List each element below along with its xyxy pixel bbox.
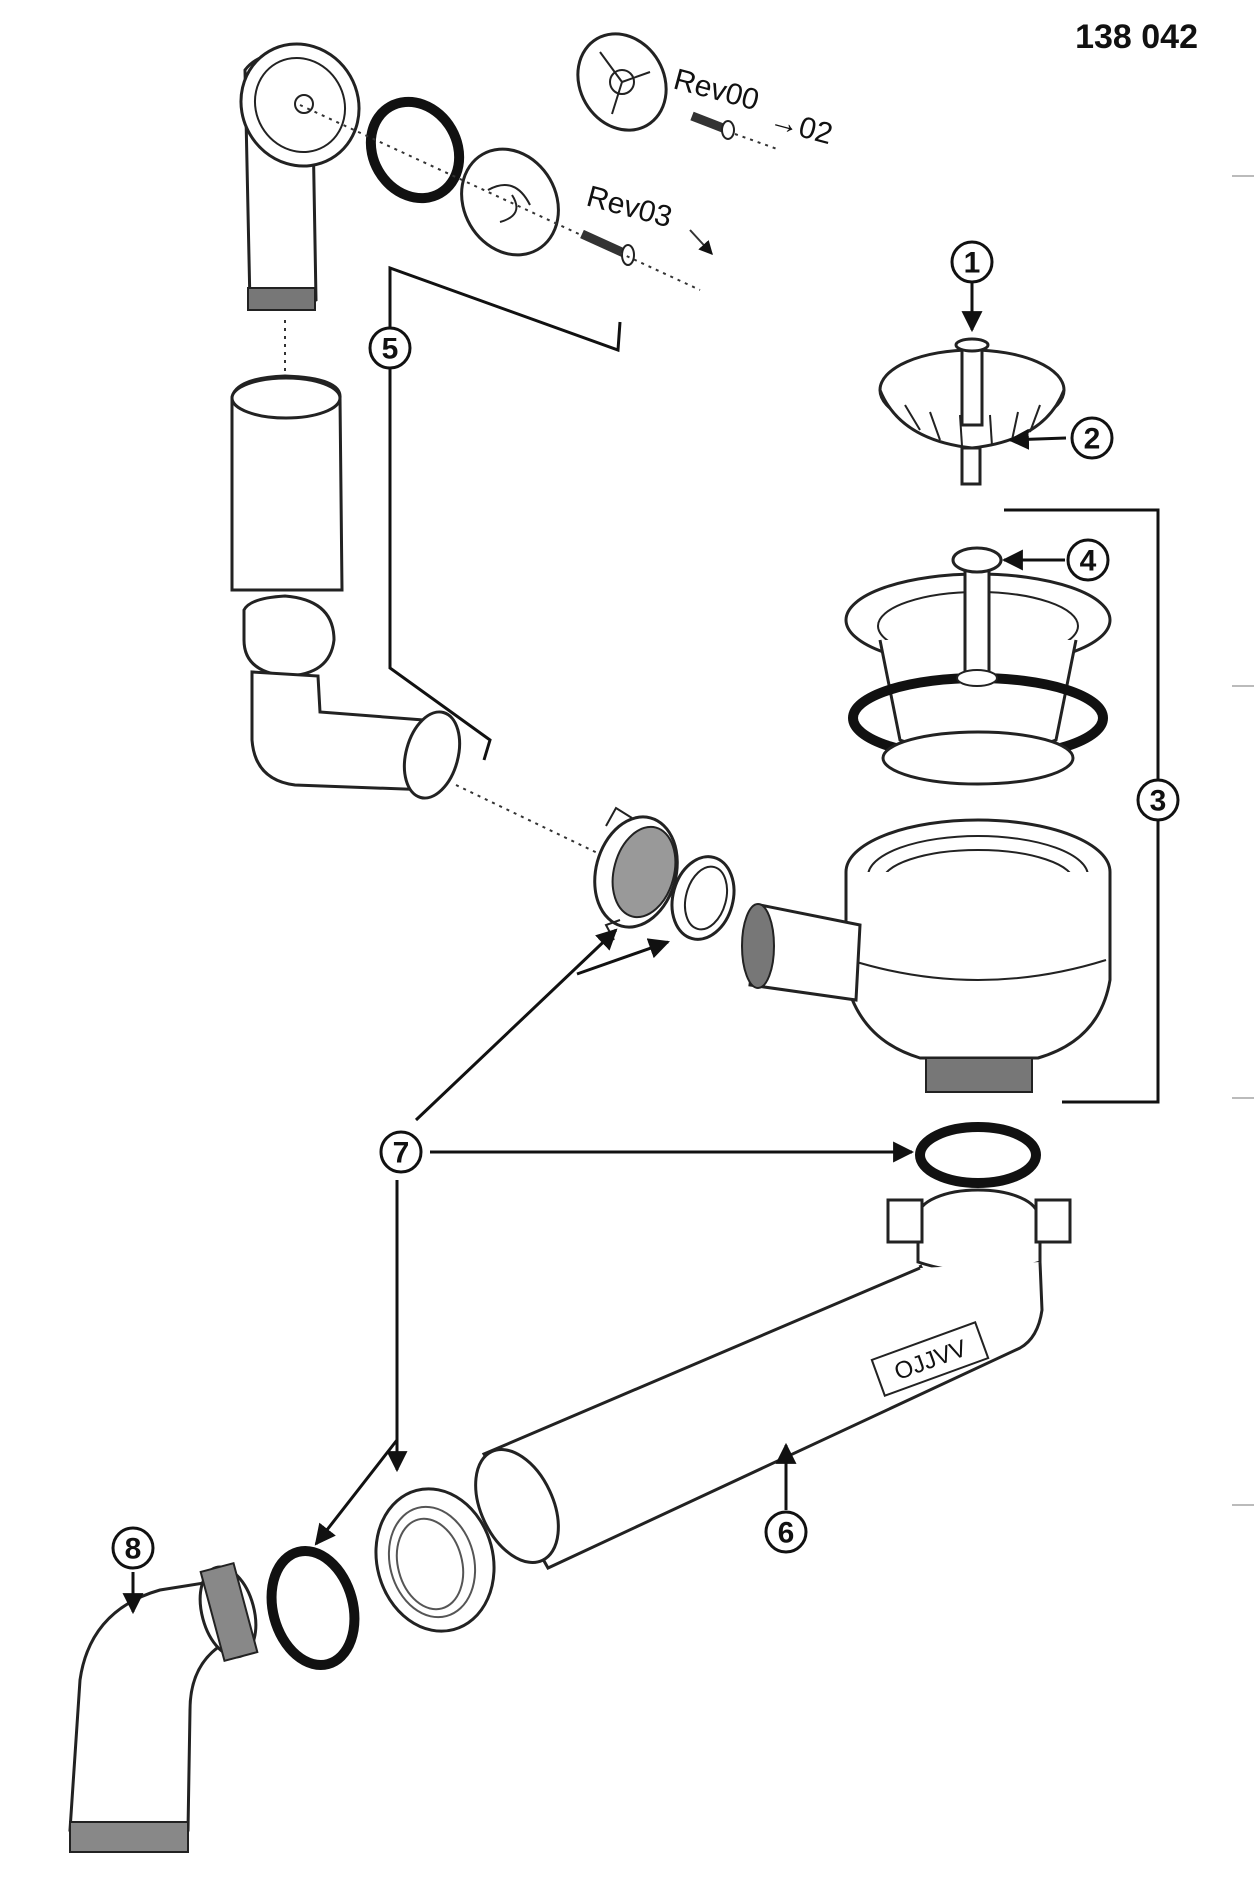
callout-2: 2 [1070,416,1114,460]
overflow-thread [247,287,316,311]
strainer-basket [878,337,1066,486]
svg-text:1: 1 [964,247,981,280]
svg-text:6: 6 [778,1517,795,1550]
pipe-brand-box [870,1321,990,1397]
svg-text:2: 2 [1084,423,1101,456]
overflow-seal [365,96,465,204]
callout-5: 5 [368,326,412,370]
svg-text:5: 5 [382,333,399,366]
leader-lines [122,282,1067,1615]
rev03-screw [580,229,635,266]
pipe-seal [266,1546,360,1670]
margin-ticks [1232,175,1254,1506]
rev00-arrow-label: →02 [766,103,836,151]
svg-text:3: 3 [1150,785,1167,818]
elbow-bend [68,1561,259,1853]
callout-6: 6 [764,1510,808,1554]
overflow-cover [460,147,560,257]
rev00-label: Rev00 [670,63,762,117]
svg-text:7: 7 [393,1137,410,1170]
elbow-thread-top [199,1561,259,1663]
document-code: 138 042 [1075,18,1198,56]
svg-text:8: 8 [125,1533,142,1566]
strainer-plug [844,546,1112,786]
elbow-thread-bottom [69,1821,189,1853]
rev03-label: Rev03 [583,180,675,234]
svg-text:4: 4 [1080,545,1097,578]
waste-body [741,818,1112,1093]
callout-7: 7 [379,1130,423,1174]
callout-8: 8 [111,1526,155,1570]
drain-pipe: OJJVV [474,1122,1072,1570]
callout-4: 4 [1066,538,1110,582]
waste-body-thread [925,1057,1033,1093]
callout-1: 1 [950,240,994,284]
pipe-nut [374,1487,496,1633]
overflow-assembly: Rev00 →02 Rev03 [230,32,836,861]
callout-3: 3 [1136,778,1180,822]
rev00-screw [690,111,735,140]
overflow-connector [593,806,736,941]
